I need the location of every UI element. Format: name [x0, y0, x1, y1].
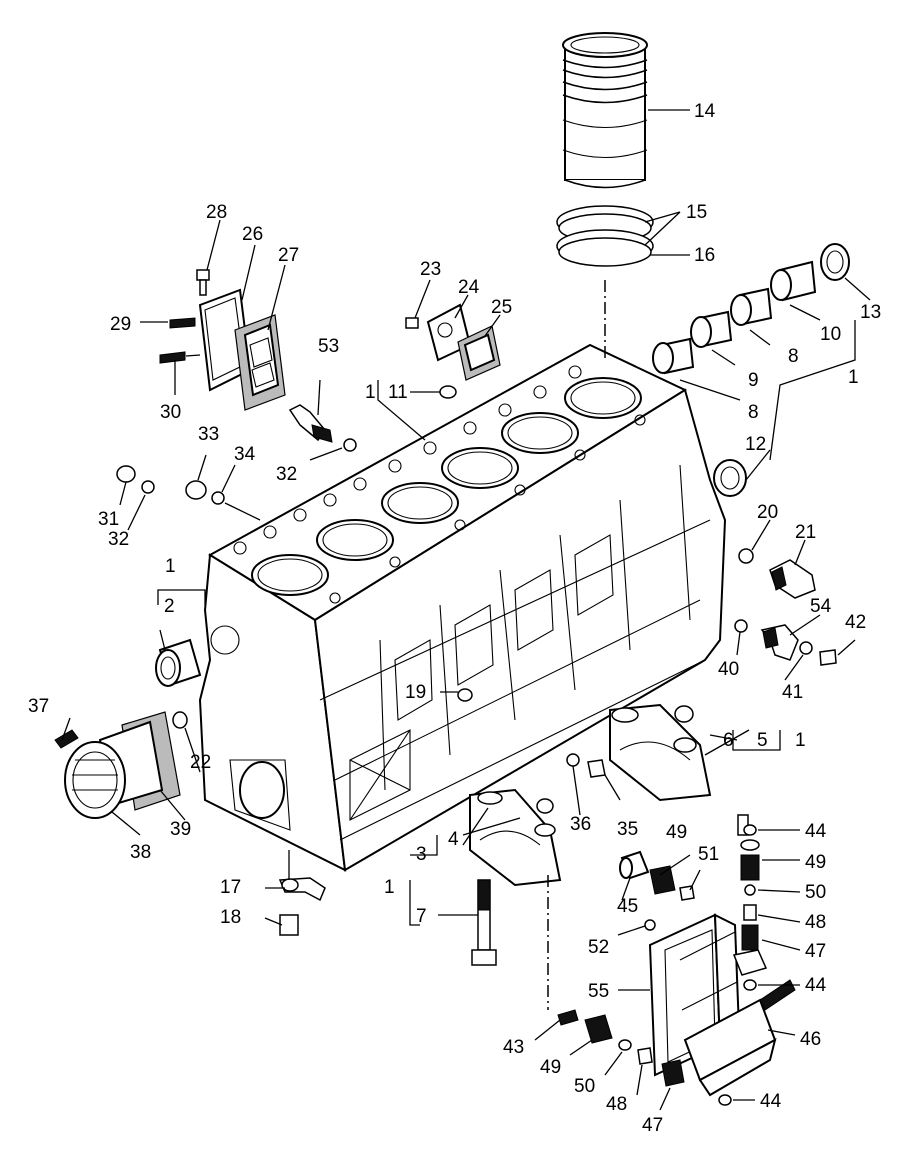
callout-37: 37 — [28, 696, 49, 717]
control-unit — [648, 913, 777, 1097]
callout-49: 49 — [666, 822, 687, 843]
callout-49: 49 — [805, 852, 826, 873]
callout-27: 27 — [278, 245, 299, 266]
callout-19: 19 — [405, 682, 426, 703]
callout-44: 44 — [805, 975, 827, 996]
callout-11: 11 — [388, 382, 408, 403]
callout-9: 9 — [748, 370, 759, 391]
plug-11 — [439, 385, 457, 399]
callout-55: 55 — [588, 981, 609, 1002]
cylinder-liner — [562, 32, 648, 189]
mounting-stack-center — [619, 850, 695, 901]
callout-23: 23 — [420, 259, 441, 280]
small-cover-assembly — [405, 303, 501, 381]
screw-52 — [644, 919, 656, 931]
callout-42: 42 — [845, 612, 866, 633]
camshaft-bushings — [652, 243, 850, 497]
callout-22: 22 — [190, 752, 211, 773]
callout-40: 40 — [718, 659, 739, 680]
callout-29: 29 — [110, 314, 131, 335]
callout-7: 7 — [416, 906, 427, 927]
callout-50: 50 — [574, 1076, 595, 1097]
water-pump-housing — [54, 711, 188, 819]
callout-1: 1 — [848, 367, 859, 388]
callout-46: 46 — [800, 1029, 821, 1050]
side-cover-assembly — [159, 269, 286, 411]
callout-8: 8 — [788, 346, 799, 367]
callout-53: 53 — [318, 336, 339, 357]
mounting-stack-lower — [557, 1009, 685, 1087]
callout-45: 45 — [617, 896, 638, 917]
callout-25: 25 — [491, 297, 512, 318]
callout-3: 3 — [416, 844, 427, 865]
callout-32: 32 — [108, 529, 129, 550]
callout-52: 52 — [588, 937, 609, 958]
callout-28: 28 — [206, 202, 227, 223]
callout-16: 16 — [694, 245, 715, 266]
callout-2: 2 — [164, 596, 175, 617]
callout-48: 48 — [805, 912, 826, 933]
callout-15: 15 — [686, 202, 707, 223]
main-bearing-cap-front — [469, 788, 562, 966]
callout-31: 31 — [98, 509, 119, 530]
callout-18: 18 — [220, 907, 241, 928]
callout-14: 14 — [694, 101, 716, 122]
bracket-17 — [278, 850, 326, 936]
callout-13: 13 — [860, 302, 881, 323]
callout-30: 30 — [160, 402, 181, 423]
cylinder-block — [198, 343, 727, 872]
callout-51: 51 — [698, 844, 719, 865]
callout-34: 34 — [234, 444, 256, 465]
callout-49: 49 — [540, 1057, 561, 1078]
bushing-2 — [155, 638, 202, 687]
callout-24: 24 — [458, 277, 480, 298]
callout-35: 35 — [617, 819, 638, 840]
callout-4: 4 — [448, 829, 459, 850]
mounting-stack-right — [718, 814, 796, 1106]
callout-33: 33 — [198, 424, 219, 445]
callout-32: 32 — [276, 464, 297, 485]
plugs-left — [116, 465, 261, 521]
callout-47: 47 — [642, 1115, 663, 1136]
callout-labels: 1 1 1 1 1 2 3 4 5 6 7 8 8 9 10 11 12 13 … — [28, 101, 881, 1136]
sensor-21 — [738, 548, 816, 599]
liner-seal-rings — [556, 205, 654, 267]
callout-1: 1 — [165, 556, 176, 577]
callout-48: 48 — [606, 1094, 627, 1115]
callout-1: 1 — [365, 382, 376, 403]
callout-1: 1 — [795, 730, 806, 751]
callout-8: 8 — [748, 402, 759, 423]
callout-41: 41 — [782, 682, 803, 703]
callout-39: 39 — [170, 819, 191, 840]
callout-6: 6 — [723, 730, 734, 751]
leader-lines — [61, 109, 871, 1111]
callout-10: 10 — [820, 324, 841, 345]
callout-47: 47 — [805, 941, 826, 962]
callout-50: 50 — [805, 882, 826, 903]
callout-17: 17 — [220, 877, 241, 898]
sensor-54 — [734, 619, 837, 666]
callout-26: 26 — [242, 224, 263, 245]
main-bearing-cap-rear — [609, 703, 712, 802]
callout-38: 38 — [130, 842, 151, 863]
callout-5: 5 — [757, 730, 768, 751]
sensor-53 — [288, 379, 357, 452]
callout-36: 36 — [570, 814, 591, 835]
callout-44: 44 — [760, 1091, 782, 1112]
callout-44: 44 — [805, 821, 827, 842]
callout-54: 54 — [810, 596, 832, 617]
callout-21: 21 — [795, 522, 816, 543]
callout-1: 1 — [384, 877, 395, 898]
callout-20: 20 — [757, 502, 778, 523]
callout-12: 12 — [745, 434, 766, 455]
callout-43: 43 — [503, 1037, 524, 1058]
